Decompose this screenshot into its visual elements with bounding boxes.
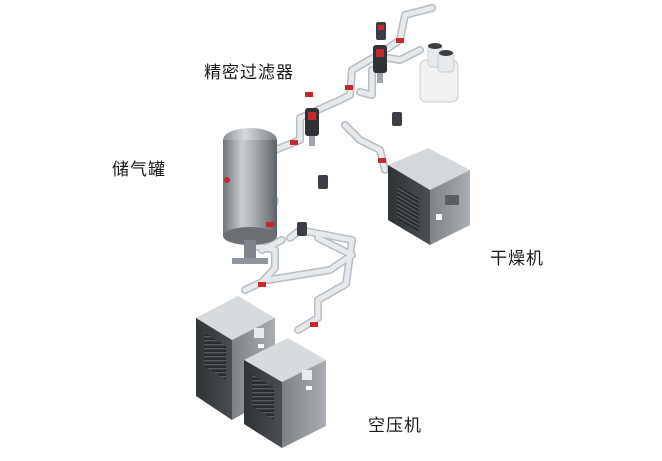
precision-filter-label: 精密过滤器 [204, 58, 294, 83]
precision-filter-1 [305, 108, 319, 146]
compressor-2 [244, 338, 326, 448]
tank-gauge-icon [224, 177, 230, 183]
dryer-unit [388, 148, 470, 245]
air-tank-label: 储气罐 [112, 155, 166, 180]
compressor-label: 空压机 [368, 411, 422, 436]
separator-tanks [420, 43, 458, 102]
dryer-label: 干燥机 [490, 244, 544, 269]
precision-filter-3 [376, 22, 386, 40]
